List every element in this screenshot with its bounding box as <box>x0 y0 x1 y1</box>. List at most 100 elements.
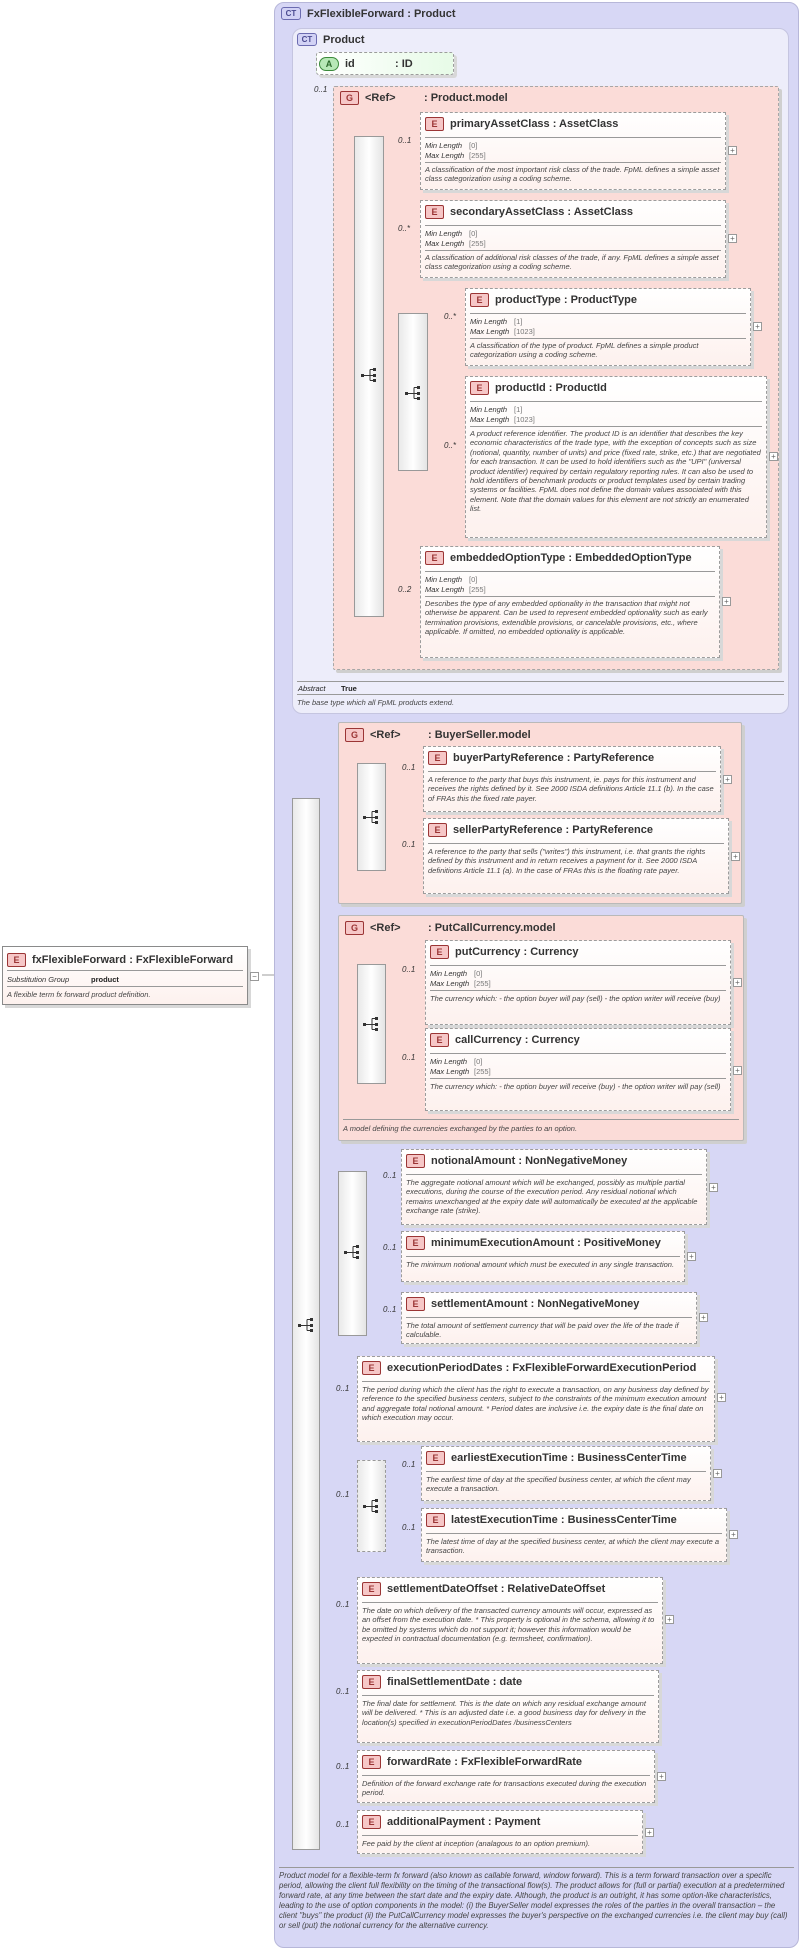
expand-toggle[interactable]: + <box>709 1183 718 1192</box>
expand-toggle[interactable]: + <box>733 978 742 987</box>
expand-toggle[interactable]: + <box>769 452 778 461</box>
expand-toggle[interactable]: + <box>729 1530 738 1539</box>
collapse-toggle[interactable]: − <box>250 972 259 981</box>
expand-toggle[interactable]: + <box>728 146 737 155</box>
element-badge: E <box>406 1154 425 1168</box>
root-element-name: fxFlexibleForward : FxFlexibleForward <box>32 954 234 966</box>
element-doc: The aggregate notional amount which will… <box>406 1178 698 1216</box>
element-title: callCurrency : Currency <box>455 1034 580 1046</box>
expand-toggle[interactable]: + <box>657 1772 666 1781</box>
expand-toggle[interactable]: + <box>713 1469 722 1478</box>
group-icon: G <box>345 921 364 935</box>
element-badge: E <box>425 205 444 219</box>
cardinality: 0..1 <box>398 136 412 145</box>
element-doc: A reference to the party that sells ("wr… <box>428 847 706 875</box>
facet-min: Min Length[0] <box>425 575 478 584</box>
element-title: secondaryAssetClass : AssetClass <box>450 206 634 218</box>
element-doc: The earliest time of day at the specifie… <box>426 1475 691 1494</box>
group-name: : Product.model <box>424 92 508 104</box>
cardinality: 0..2 <box>398 585 412 594</box>
complex-type-title: FxFlexibleForward : Product <box>307 7 456 20</box>
cardinality: 0..1 <box>402 1053 416 1062</box>
product-title: Product <box>323 33 365 46</box>
element-badge: E <box>426 1513 445 1527</box>
element-badge: E <box>430 1033 449 1047</box>
expand-toggle[interactable]: + <box>665 1615 674 1624</box>
element-badge: E <box>426 1451 445 1465</box>
facet-min: Min Length[0] <box>425 229 478 238</box>
substitution-group-label: Substitution Group <box>7 975 70 984</box>
element-title: executionPeriodDates : FxFlexibleForward… <box>387 1362 697 1374</box>
cardinality: 0..1 <box>402 1460 416 1469</box>
element-badge: E <box>362 1582 381 1596</box>
facet-max: Max Length[1023] <box>470 327 535 336</box>
element-title: notionalAmount : NonNegativeMoney <box>431 1155 628 1167</box>
facet-min: Min Length[0] <box>430 969 483 978</box>
cardinality: 0..1 <box>336 1384 350 1393</box>
sequence-icon <box>298 1318 313 1332</box>
expand-toggle[interactable]: + <box>699 1313 708 1322</box>
group-doc: A model defining the currencies exchange… <box>343 1124 578 1133</box>
group-ref: <Ref> <box>365 92 396 104</box>
attribute-type: : ID <box>395 58 413 70</box>
sequence-putcall[interactable] <box>357 964 386 1084</box>
element-doc: A reference to the party that buys this … <box>428 775 714 803</box>
element-badge: E <box>362 1755 381 1769</box>
complex-type-doc: Product model for a flexible-term fx for… <box>279 1871 788 1930</box>
product-doc: The base type which all FpML products ex… <box>297 698 455 707</box>
element-title: settlementAmount : NonNegativeMoney <box>431 1298 640 1310</box>
attribute-icon: A <box>319 57 339 71</box>
facet-max: Max Length[255] <box>425 585 486 594</box>
abstract-value: True <box>341 684 357 693</box>
element-doc: The currency which: - the option buyer w… <box>430 1082 721 1091</box>
sequence-icon <box>363 810 378 824</box>
sequence-icon <box>405 386 420 400</box>
element-doc: The latest time of day at the specified … <box>426 1537 720 1556</box>
substitution-group-value: product <box>91 975 119 984</box>
expand-toggle[interactable]: + <box>723 775 732 784</box>
expand-toggle[interactable]: + <box>733 1066 742 1075</box>
sequence-fxflexibleforward[interactable] <box>292 798 320 1850</box>
element-doc: The minimum notional amount which must b… <box>406 1260 675 1269</box>
expand-toggle[interactable]: + <box>731 852 740 861</box>
expand-toggle[interactable]: + <box>687 1252 696 1261</box>
expand-toggle[interactable]: + <box>753 322 762 331</box>
attribute-id[interactable]: A id : ID <box>316 52 454 75</box>
group-ref: <Ref> <box>370 729 401 741</box>
cardinality: 0..1 <box>383 1171 397 1180</box>
expand-toggle[interactable]: + <box>645 1828 654 1837</box>
facet-max: Max Length[255] <box>430 979 491 988</box>
element-title: finalSettlementDate : date <box>387 1676 523 1688</box>
element-badge: E <box>362 1361 381 1375</box>
attribute-name: id <box>345 58 355 70</box>
root-element-fxFlexibleForward[interactable]: E fxFlexibleForward : FxFlexibleForward … <box>2 946 259 1005</box>
expand-toggle[interactable]: + <box>728 234 737 243</box>
sequence-product-type-id[interactable] <box>398 313 428 471</box>
product-model-cardinality: 0..1 <box>314 85 328 94</box>
group-name: : BuyerSeller.model <box>428 729 531 741</box>
expand-toggle[interactable]: + <box>717 1393 726 1402</box>
sequence-product-model[interactable] <box>354 136 384 617</box>
cardinality: 0..1 <box>336 1687 350 1696</box>
expand-toggle[interactable]: + <box>722 597 731 606</box>
root-doc: A flexible term fx forward product defin… <box>7 990 151 999</box>
